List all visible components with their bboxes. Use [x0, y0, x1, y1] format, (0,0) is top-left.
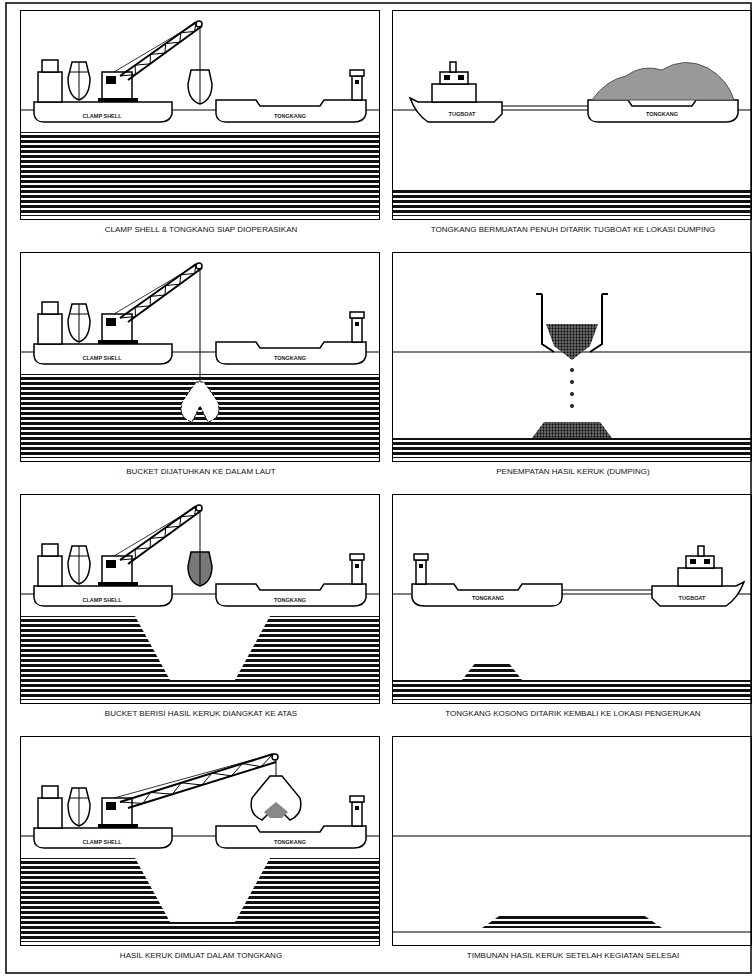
panel-art: [392, 294, 752, 458]
step-caption: TIMBUNAN HASIL KERUK SETELAH KEGIATAN SE…: [381, 950, 755, 962]
barge-hull: [412, 584, 562, 606]
seabed: [20, 132, 380, 216]
tugboat: [652, 546, 744, 606]
loaded-bucket: [188, 552, 212, 586]
crane-cable: [276, 759, 277, 776]
seabed-line: [392, 932, 752, 933]
falling-material: [570, 404, 574, 408]
vessel-label: CLAMP SHELL: [82, 113, 121, 119]
seabed: [392, 190, 752, 216]
dredged-material: [264, 802, 288, 818]
clamshell-pontoon: [34, 786, 172, 848]
falling-material: [570, 392, 574, 396]
wheelhouse: [350, 796, 364, 826]
barge-hull: [216, 100, 366, 122]
vessel-label: TUGBOAT: [449, 111, 476, 117]
dredged-seabed: [20, 616, 380, 700]
vessel-label: TONGKANG: [274, 597, 306, 603]
tow-line: [502, 106, 588, 107]
panel-art: [392, 62, 752, 216]
water-line: [392, 835, 752, 836]
dredged-load: [592, 62, 734, 100]
clamshell-pontoon: [34, 60, 172, 122]
dumped-material: [546, 324, 598, 360]
crane-cable: [200, 510, 201, 552]
crane-cable: [200, 268, 201, 382]
wheelhouse: [350, 70, 364, 100]
step-caption: BUCKET BERISI HASIL KERUK DIANGKAT KE AT…: [9, 708, 393, 720]
bucket: [188, 70, 212, 104]
wheelhouse: [350, 554, 364, 584]
tugboat: [652, 546, 744, 606]
step-caption: HASIL KERUK DIMUAT DALAM TONGKANG: [9, 950, 393, 962]
step-panel: HASIL KERUK DIMUAT DALAM TONGKANG: [20, 736, 380, 946]
vessel-label: TONGKANG: [274, 355, 306, 361]
falling-material: [570, 368, 574, 408]
panel-art: [392, 546, 752, 700]
crane-boom: [114, 263, 202, 322]
panel-art: [20, 754, 380, 942]
split-hopper: [536, 294, 608, 352]
dumped-mound: [532, 422, 612, 438]
falling-material: [570, 380, 574, 384]
step-caption: CLAMP SHELL & TONGKANG SIAP DIOPERASIKAN: [9, 224, 393, 236]
step-panel: BUCKET BERISI HASIL KERUK DIANGKAT KE AT…: [20, 494, 380, 704]
wheelhouse: [414, 554, 428, 584]
barge-hull: [216, 584, 366, 606]
vessel-label: TONGKANG: [274, 839, 306, 845]
outer-frame: [6, 3, 751, 973]
wheelhouse: [350, 312, 364, 342]
vessel-label: TONGKANG: [274, 113, 306, 119]
dredged-seabed: [20, 858, 380, 942]
crane-boom: [114, 21, 202, 80]
clamshell-pontoon: [34, 544, 172, 606]
barge-hull: [216, 342, 366, 364]
step-panel: CLAMP SHELL & TONGKANG SIAP DIOPERASIKAN: [20, 10, 380, 220]
open-bucket: [251, 776, 301, 820]
step-caption: TONGKANG BERMUATAN PENUH DITARIK TUGBOAT…: [381, 224, 755, 236]
barge-hull: [216, 826, 366, 848]
crane-boom: [114, 505, 202, 564]
dumped-mound: [462, 662, 522, 680]
falling-material: [570, 368, 574, 372]
vessel-label: CLAMP SHELL: [82, 355, 121, 361]
open-bucket: [181, 382, 219, 422]
step-caption: TONGKANG KOSONG DITARIK KEMBALI KE LOKAS…: [381, 708, 755, 720]
step-caption: PENEMPATAN HASIL KERUK (DUMPING): [381, 466, 755, 478]
seabed: [392, 680, 752, 700]
panel-art: [392, 836, 752, 932]
vessel-label: CLAMP SHELL: [82, 597, 121, 603]
vessel-label: TONGKANG: [646, 111, 678, 117]
step-panel: BUCKET DIJATUHKAN KE DALAM LAUT: [20, 252, 380, 462]
seabed: [392, 438, 752, 458]
seabed: [20, 374, 380, 458]
vessel-label: CLAMP SHELL: [82, 839, 121, 845]
final-mound: [482, 914, 662, 928]
panel-art: [20, 505, 380, 700]
clamshell-pontoon: [34, 302, 172, 364]
panel-art: [20, 21, 380, 216]
step-panel: TIMBUNAN HASIL KERUK SETELAH KEGIATAN SE…: [392, 736, 752, 946]
vessel-label: TONGKANG: [472, 595, 504, 601]
tugboat: [410, 62, 502, 122]
vessel-label: TUGBOAT: [679, 595, 706, 601]
step-panel: TONGKANG BERMUATAN PENUH DITARIK TUGBOAT…: [392, 10, 752, 220]
step-caption: BUCKET DIJATUHKAN KE DALAM LAUT: [9, 466, 393, 478]
barge-hull: [588, 100, 738, 122]
crane-cable: [200, 26, 201, 70]
empty-barge: [412, 554, 562, 606]
panel-art: [20, 263, 380, 458]
tow-line: [562, 590, 652, 591]
step-panel: PENEMPATAN HASIL KERUK (DUMPING): [392, 252, 752, 462]
